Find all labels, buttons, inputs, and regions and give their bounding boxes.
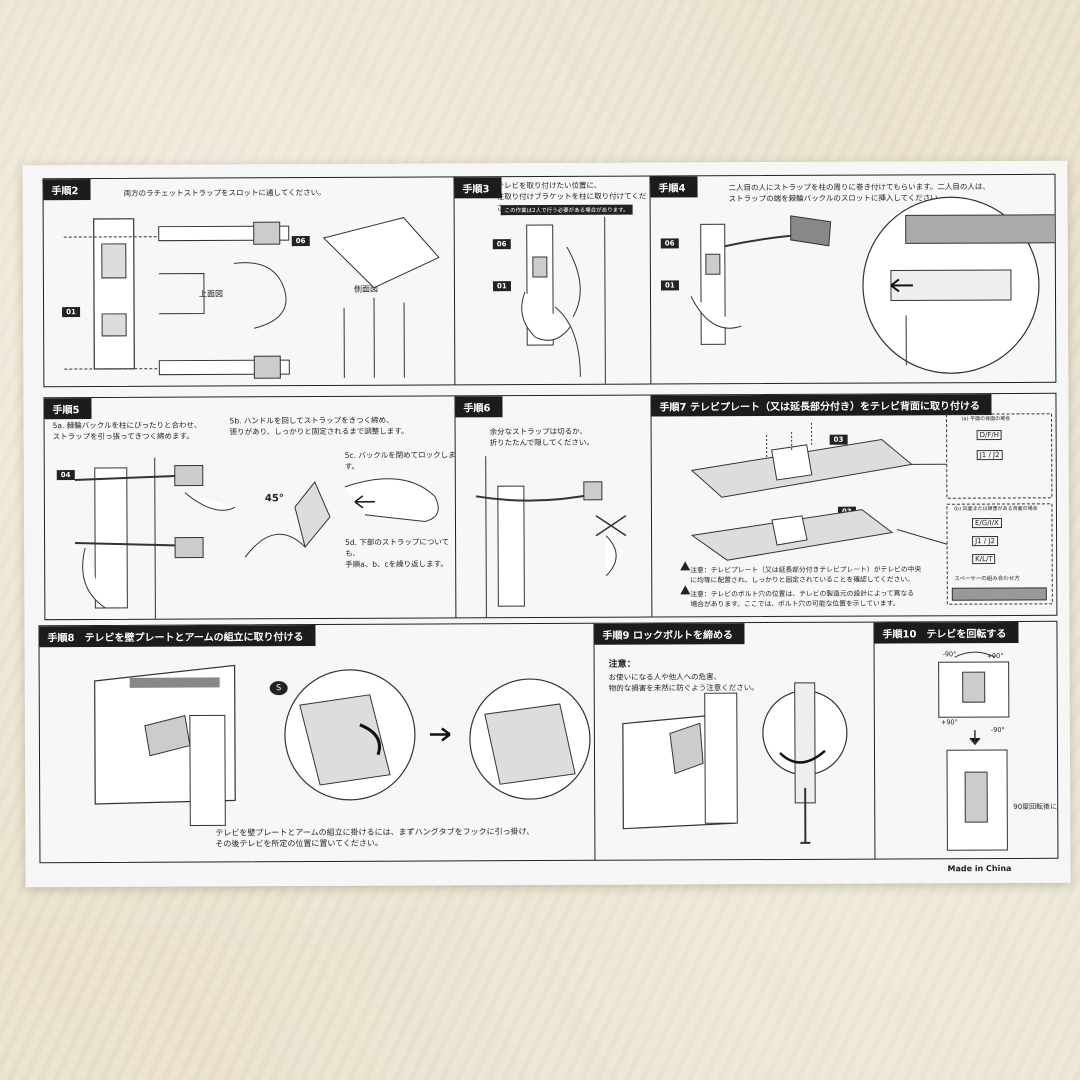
- instruction-sheet: 手順2 両方のラチェットストラップをスロットに通してください。 06 01 上面…: [22, 160, 1071, 888]
- step7-box-b-title: (b) 凹面または障害がある背面の場合: [953, 505, 1038, 513]
- step7-spacer-label: スペーサーの組み合わせ方: [954, 575, 1020, 583]
- step7-box-a-item1: D/F/H: [976, 430, 1003, 441]
- step7-box-b-item1: E/G/I/X: [971, 518, 1002, 529]
- step4-strap-illustration: [690, 196, 1057, 374]
- step6-panel: 手順6 余分なストラップは切るか、 折りたたんで隠してください。: [454, 394, 654, 619]
- step7-box-b-item3: K/L/T: [972, 554, 996, 565]
- step7-box-b-item2: J1 / J2: [972, 536, 998, 547]
- step7-panel: 手順7 テレビプレート（又は延長部分付き）をテレビ背面に取り付ける 03 03 …: [650, 392, 1058, 618]
- step5-panel: 手順5 5a. 棘輪バックルを柱にぴったりと合わせ、 ストラップを引っ張ってきつ…: [43, 395, 458, 621]
- step8-mount-illustration: [94, 664, 591, 827]
- step2-bracket-illustration: [63, 217, 440, 379]
- step10-rotate-illustration: [938, 651, 1010, 851]
- step7-box-a-title: (a) 平面の背面の場合: [961, 415, 1011, 423]
- step9-bolt-illustration: [622, 682, 848, 844]
- step9-panel: 手順9 ロックボルトを締める 注意： お使いになる人や他人への危害、 物的な損害…: [593, 621, 877, 861]
- step3-panel: 手順3 テレビを取り付けたい位置に、 柱取り付けブラケットを柱に取り付けてくださ…: [453, 175, 653, 386]
- step2-panel: 手順2 両方のラチェットストラップをスロットに通してください。 06 01 上面…: [42, 176, 457, 388]
- step4-panel: 手順4 二人目の人にストラップを柱の周りに巻き付けてもらいます。二人目の人は、 …: [649, 173, 1057, 385]
- step6-cut-illustration: [475, 456, 627, 618]
- step3-hands-illustration: [521, 216, 606, 384]
- step8-panel: 手順8 テレビを壁プレートとアームの組立に取り付ける テレビを壁プレートとアーム…: [38, 622, 597, 864]
- step10-panel: 手順10 テレビを回転する -90° +90° +90° -90° 90度回転後…: [873, 620, 1059, 860]
- step7-plate-illustration: [680, 413, 1053, 605]
- made-in-label: Made in China: [947, 863, 1012, 874]
- step5-ratchet-illustration: [74, 457, 439, 619]
- step7-box-a-item2: J1 / J2: [976, 450, 1003, 461]
